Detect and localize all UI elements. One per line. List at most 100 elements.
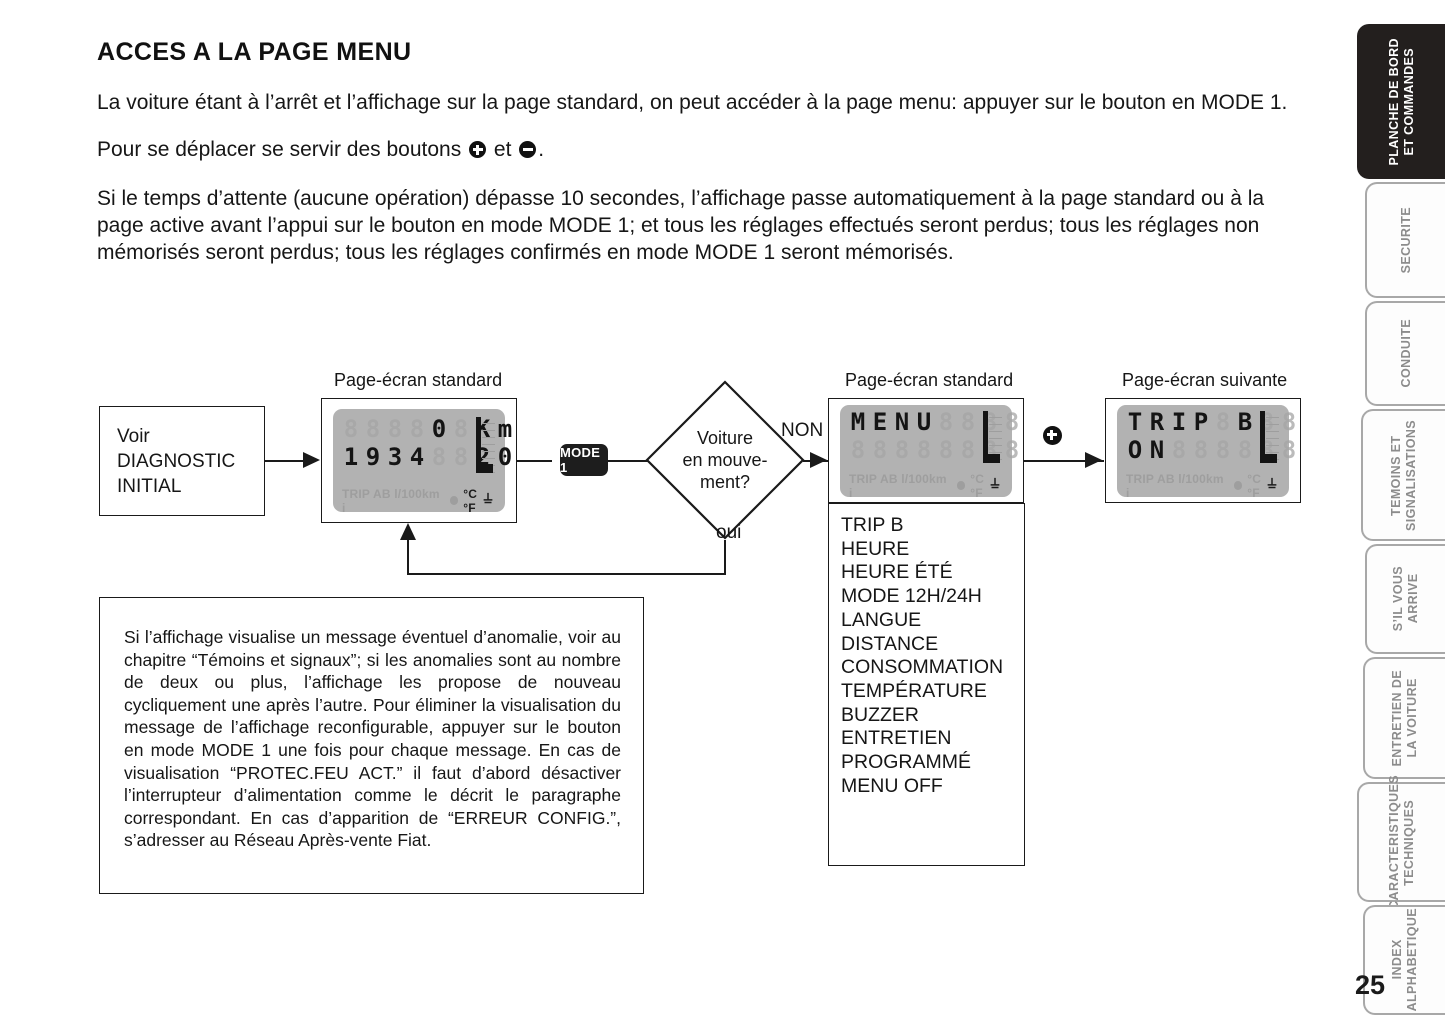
menu-item[interactable]: HEURE — [841, 537, 910, 560]
segchar: 9 — [365, 443, 381, 471]
tab-label: ENTRETIEN DE LA VOITURE — [1390, 669, 1419, 767]
lcd1-fuel-gauge — [471, 417, 495, 473]
segchar — [1169, 437, 1189, 463]
segchar: 0 — [431, 415, 447, 443]
lcd3-fuel-gauge — [1255, 411, 1279, 463]
segchar — [341, 416, 361, 442]
segchar — [958, 437, 978, 463]
tab-temoins-signalisations[interactable]: TEMOINS ET SIGNALISATIONS — [1361, 409, 1445, 541]
segchar: 0 — [497, 443, 513, 471]
menu-item[interactable]: MENU OFF — [841, 774, 943, 797]
segchar — [385, 416, 405, 442]
start-box: Voir DIAGNOSTIC INITIAL — [99, 406, 265, 516]
diamond-shape-icon — [645, 380, 805, 540]
tab-label: INDEX ALPHABETIQUE — [1390, 908, 1419, 1012]
chapter-tab-rail: PLANCHE DE BORD ET COMMANDES SECURITE CO… — [1330, 24, 1445, 1015]
segchar: O — [1127, 436, 1143, 464]
segchar: B — [1237, 408, 1253, 436]
arrow-head-4 — [810, 452, 827, 468]
tab-planche-de-bord[interactable]: PLANCHE DE BORD ET COMMANDES — [1357, 24, 1445, 179]
lcd2-indicators: TRIP AB l/100km i °C °F — [849, 472, 1004, 500]
lcd3-units: °C °F — [1247, 471, 1262, 500]
segchar: N — [894, 408, 910, 436]
circle-indicator-icon — [956, 481, 966, 490]
segchar — [1213, 437, 1233, 463]
menu-item[interactable]: CONSOMMATION — [841, 656, 1004, 679]
paragraph-intro: La voiture étant à l’arrêt et l’affichag… — [97, 89, 1297, 116]
lcd3-indicator-text: TRIP AB l/100km i — [1126, 471, 1224, 500]
menu-item[interactable]: DISTANCE — [841, 632, 939, 655]
gauge-block — [476, 464, 493, 473]
lcd2-units: °C °F — [970, 471, 985, 500]
circle-indicator-icon — [1233, 481, 1243, 490]
segchar — [429, 444, 449, 470]
lcd-panel-1: 0 K m 1 9 3 4 — [321, 398, 517, 523]
lcd2-rows: M E N U — [848, 408, 1022, 464]
tab-sil-vous-arrive[interactable]: S’IL VOUS ARRIVE — [1365, 544, 1445, 654]
tab-label: CONDUITE — [1398, 319, 1413, 388]
menu-item[interactable]: BUZZER — [841, 703, 919, 726]
menu-item[interactable]: PROGRAMMÉ — [841, 751, 972, 774]
tab-caracteristiques-techniques[interactable]: CARACTERISTIQUES TECHNIQUES — [1357, 775, 1445, 909]
lcd2-indicator-text: TRIP AB l/100km i — [849, 471, 947, 500]
menu-item[interactable]: ENTRETIEN — [841, 727, 952, 750]
flow-diagram: Page-écran standard Page-écran standard … — [0, 360, 1320, 920]
menu-item[interactable]: TEMPÉRATURE — [841, 679, 987, 702]
mode-1-button[interactable]: MODE 1 — [560, 444, 608, 476]
lcd3-row1: T R I P B — [1125, 408, 1299, 436]
paragraph-buttons-text: Pour se déplacer se servir des boutons — [97, 138, 462, 161]
segchar: 1 — [343, 443, 359, 471]
lcd-panel-3: T R I P B O N — [1105, 398, 1301, 503]
segchar — [1213, 409, 1233, 435]
segchar: R — [1149, 408, 1165, 436]
lcd1-indicators: TRIP AB l/100km i °C °F — [342, 487, 497, 515]
tab-label: S’IL VOUS ARRIVE — [1391, 566, 1420, 632]
text-content: ACCES A LA PAGE MENU La voiture étant à … — [97, 38, 1297, 286]
lcd1-units: °C °F — [463, 486, 478, 515]
minus-circle-icon — [519, 141, 537, 158]
segchar: m — [497, 415, 513, 443]
arrow-line-5 — [1024, 460, 1104, 463]
segchar — [1191, 437, 1211, 463]
menu-item[interactable]: LANGUE — [841, 608, 922, 631]
paragraph-timeout: Si le temps d’attente (aucune opération)… — [97, 187, 1265, 264]
lcd3-indicators: TRIP AB l/100km i °C °F — [1126, 472, 1281, 500]
lcd2-fuel-gauge — [978, 411, 1002, 463]
decision-line2: en mouve- — [682, 450, 768, 470]
decision-diamond: Voiture en mouve- ment? — [645, 380, 805, 540]
paragraph-buttons-conj: et — [493, 138, 512, 161]
tab-label: SECURITE — [1398, 206, 1413, 274]
tab-label: PLANCHE DE BORD ET COMMANDES — [1387, 37, 1416, 166]
arrow-line-3 — [608, 460, 648, 463]
plus-circle-icon[interactable] — [1043, 426, 1062, 445]
segchar — [1279, 409, 1299, 435]
lcd1-indicator-text: TRIP AB l/100km i — [342, 486, 440, 515]
menu-item[interactable]: TRIP B — [841, 514, 904, 536]
arrow-head-5 — [1085, 452, 1102, 468]
menu-item[interactable]: MODE 12H/24H — [841, 585, 982, 608]
tab-conduite[interactable]: CONDUITE — [1365, 301, 1445, 406]
segchar: E — [872, 408, 888, 436]
tab-entretien-voiture[interactable]: ENTRETIEN DE LA VOITURE — [1363, 657, 1445, 779]
segchar — [1279, 437, 1299, 463]
tab-index-alphabetique[interactable]: INDEX ALPHABETIQUE — [1363, 905, 1445, 1015]
arrow-line-2 — [517, 460, 552, 463]
segchar — [451, 444, 471, 470]
segchar — [1002, 437, 1022, 463]
segchar — [892, 437, 912, 463]
branch-label-yes: oui — [716, 522, 742, 543]
segchar — [363, 416, 383, 442]
menu-item[interactable]: HEURE ÉTÉ — [841, 561, 953, 584]
segchar — [936, 409, 956, 435]
loop-line-vert-right — [724, 540, 727, 575]
segchar: 4 — [409, 443, 425, 471]
loop-line-horiz — [407, 573, 726, 576]
gauge-bar — [476, 417, 481, 473]
tab-securite[interactable]: SECURITE — [1365, 182, 1445, 298]
loop-arrow-head — [400, 523, 416, 540]
gauge-block — [983, 454, 1000, 463]
segchar — [451, 416, 471, 442]
segchar — [848, 437, 868, 463]
paragraph-buttons: Pour se déplacer se servir des boutons e… — [97, 136, 1297, 163]
